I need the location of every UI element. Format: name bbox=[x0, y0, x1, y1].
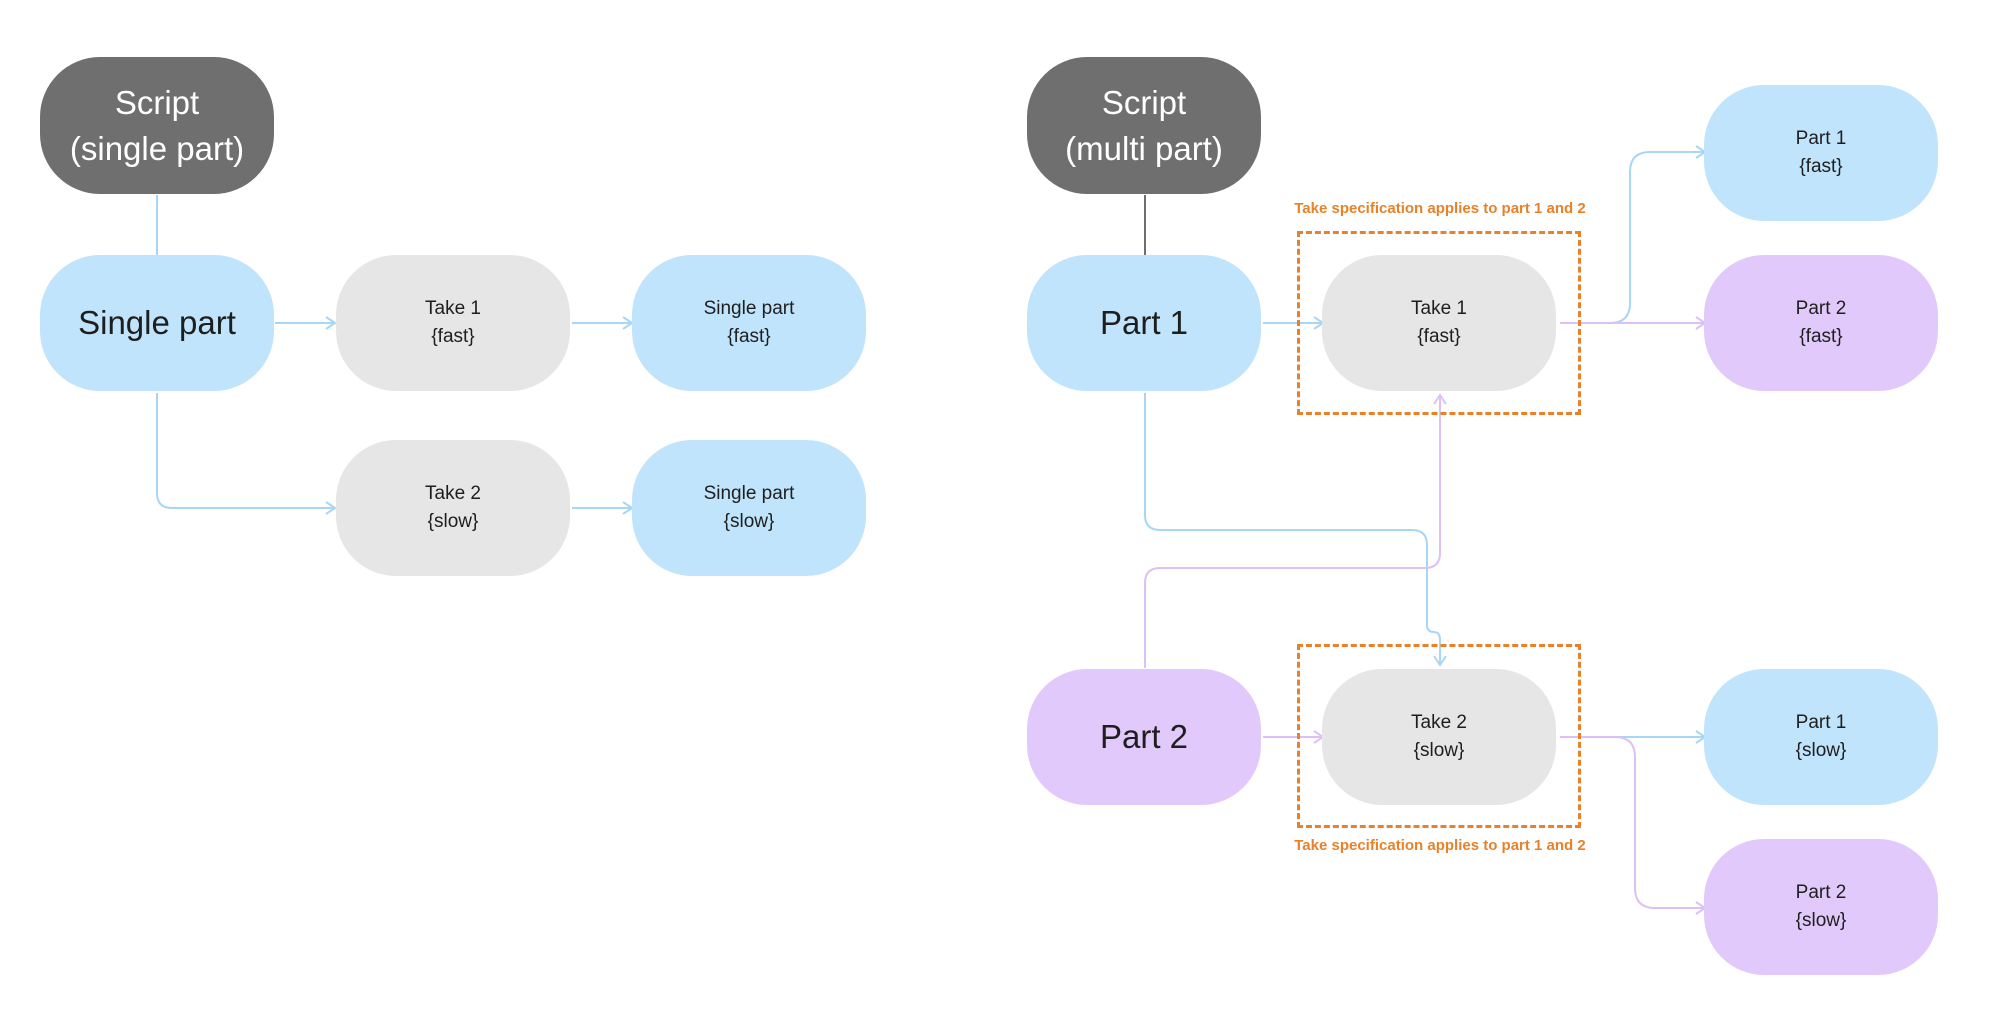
take1-fast-node: Take 1 {fast} bbox=[336, 255, 570, 391]
node-label-line2: {fast} bbox=[431, 326, 475, 347]
node-label-line1: Script bbox=[114, 83, 200, 121]
node-label-line2: {slow} bbox=[1795, 910, 1847, 931]
node-label-line1: Take 2 bbox=[425, 483, 481, 504]
node-label-line1: Take 2 bbox=[1411, 712, 1467, 733]
node-label-line2: {slow} bbox=[1413, 740, 1465, 761]
take2-spec-box bbox=[1297, 644, 1581, 828]
node-label-line1: Single part bbox=[703, 298, 795, 319]
node-label: Part 2 bbox=[1099, 718, 1189, 755]
take2-slow-node: Take 2 {slow} bbox=[336, 440, 570, 576]
node-label-line2: (single part) bbox=[69, 129, 245, 167]
node-label-line1: Part 1 bbox=[1795, 128, 1847, 149]
part1-fast-output-node: Part 1 {fast} bbox=[1704, 85, 1938, 221]
part2-fast-output-node: Part 2 {fast} bbox=[1704, 255, 1938, 391]
take1-fast-node-multi: Take 1 {fast} bbox=[1322, 255, 1556, 391]
node-label-line2: {fast} bbox=[1799, 326, 1843, 347]
node-label-line2: {slow} bbox=[723, 511, 775, 532]
node-label-line1: Part 2 bbox=[1795, 298, 1847, 319]
take2-slow-node-multi: Take 2 {slow} bbox=[1322, 669, 1556, 805]
node-label-line1: Single part bbox=[703, 483, 795, 504]
part2-node: Part 2 bbox=[1027, 669, 1261, 805]
part2-slow-output-node: Part 2 {slow} bbox=[1704, 839, 1938, 975]
node-label-line2: {slow} bbox=[427, 511, 479, 532]
take-spec-note-top: Take specification applies to part 1 and… bbox=[1294, 200, 1586, 217]
script-single-part-node: Script (single part) bbox=[40, 57, 274, 194]
single-part-slow-output-node: Single part {slow} bbox=[632, 440, 866, 576]
node-label-line2: {fast} bbox=[1417, 326, 1461, 347]
part1-node: Part 1 bbox=[1027, 255, 1261, 391]
node-label-line2: {fast} bbox=[727, 326, 771, 347]
node-label-line2: {fast} bbox=[1799, 156, 1843, 177]
node-label-line1: Part 1 bbox=[1795, 712, 1847, 733]
connector-part1-to-take2 bbox=[1144, 393, 1447, 667]
node-label-line2: (multi part) bbox=[1065, 129, 1223, 167]
connector-single-part-to-take2 bbox=[156, 393, 337, 515]
node-label-line1: Take 1 bbox=[425, 298, 481, 319]
take-spec-note-bottom: Take specification applies to part 1 and… bbox=[1294, 837, 1586, 854]
take1-spec-box bbox=[1297, 231, 1581, 415]
node-label-line1: Part 2 bbox=[1795, 882, 1847, 903]
node-label: Single part bbox=[78, 304, 236, 341]
connector-take2-to-part2-slow bbox=[1560, 736, 1707, 915]
node-label-line1: Take 1 bbox=[1411, 298, 1467, 319]
connector-take1-to-part1-fast bbox=[1560, 145, 1707, 324]
node-label-line2: {slow} bbox=[1795, 740, 1847, 761]
single-part-node: Single part bbox=[40, 255, 274, 391]
node-label: Part 1 bbox=[1099, 304, 1189, 341]
part1-slow-output-node: Part 1 {slow} bbox=[1704, 669, 1938, 805]
script-multi-part-node: Script (multi part) bbox=[1027, 57, 1261, 194]
node-label-line1: Script bbox=[1101, 83, 1187, 121]
connector-part2-to-take1 bbox=[1144, 393, 1447, 668]
single-part-fast-output-node: Single part {fast} bbox=[632, 255, 866, 391]
